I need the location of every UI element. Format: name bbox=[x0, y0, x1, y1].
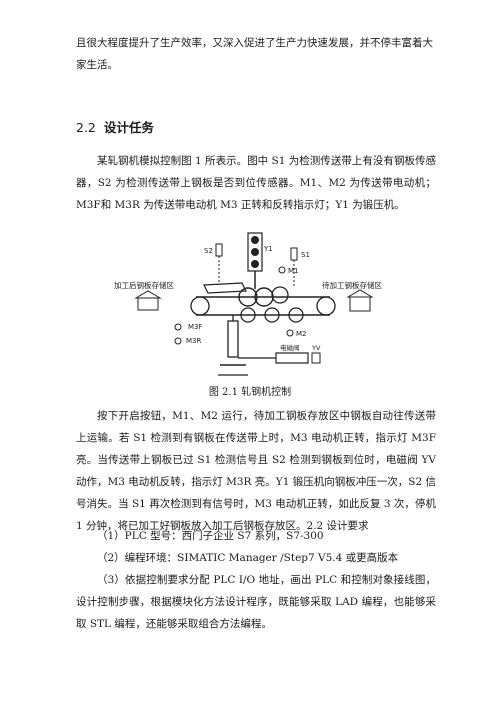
sensor-s1-icon bbox=[290, 247, 298, 261]
requirement-2: （2）编程环境：SIMATIC Manager /Step7 V5.4 或更高版… bbox=[97, 552, 399, 564]
sensor-s2-icon bbox=[215, 243, 223, 257]
label-processed-storage: 加工后钢板存储区 bbox=[114, 280, 174, 290]
label-raw-storage: 待加工钢板存储区 bbox=[322, 280, 382, 290]
light-mid bbox=[251, 248, 259, 256]
solenoid-valve-icon bbox=[275, 352, 309, 364]
label-m3r: M3R bbox=[186, 337, 201, 345]
label-solenoid-valve: 电磁阀 bbox=[280, 343, 300, 352]
task-paragraph: 某轧钢机模拟控制图 1 所表示。图中 S1 为检测传送带上有没有钢板传感器，S2… bbox=[76, 155, 436, 211]
steel-plate bbox=[203, 282, 247, 294]
diagram-svg: Y1 M1 S2 S1 加工后钢板存储区 待加工钢板存储区 bbox=[114, 232, 382, 376]
label-yv: YV bbox=[311, 344, 321, 352]
light-top bbox=[251, 236, 259, 244]
requirement-3: （3）依据控制要求分配 PLC I/O 地址，画出 PLC 和控制对象接线图，设… bbox=[76, 574, 436, 630]
requirement-1: （1）PLC 型号：西门子企业 S7 系列，S7-300 bbox=[97, 530, 324, 542]
intro-line-2: 家生活。 bbox=[76, 59, 118, 71]
roller-upper bbox=[238, 287, 258, 307]
label-y1: Y1 bbox=[263, 245, 273, 253]
label-s1: S1 bbox=[301, 251, 310, 259]
right-storage-box bbox=[349, 296, 371, 312]
label-m3f: M3F bbox=[188, 323, 203, 331]
left-storage-box bbox=[137, 297, 159, 311]
section-title: 设计任务 bbox=[103, 120, 154, 135]
label-m2: M2 bbox=[296, 330, 307, 338]
figure-caption: 图 2.1 轧钢机控制 bbox=[208, 387, 292, 398]
section-heading: 2.2 设计任务 bbox=[76, 117, 154, 136]
section-number: 2.2 bbox=[76, 120, 96, 135]
press-cylinder bbox=[227, 320, 239, 358]
label-m1: M1 bbox=[288, 267, 299, 275]
light-bottom bbox=[251, 260, 259, 268]
label-s2: S2 bbox=[204, 247, 213, 255]
intro-line-1: 且很大程度提升了生产效率，又深入促进了生产力快速发展，并不停丰富着大 bbox=[76, 37, 433, 49]
left-storage-roof bbox=[134, 290, 162, 299]
process-paragraph: 按下开启按钮，M1、M2 运行，待加工钢板存放区中钢板自动往传送带上运输。若 S… bbox=[76, 410, 436, 532]
rolling-mill-diagram: Y1 M1 S2 S1 加工后钢板存储区 待加工钢板存储区 bbox=[100, 225, 410, 383]
right-storage-roof bbox=[346, 289, 374, 298]
